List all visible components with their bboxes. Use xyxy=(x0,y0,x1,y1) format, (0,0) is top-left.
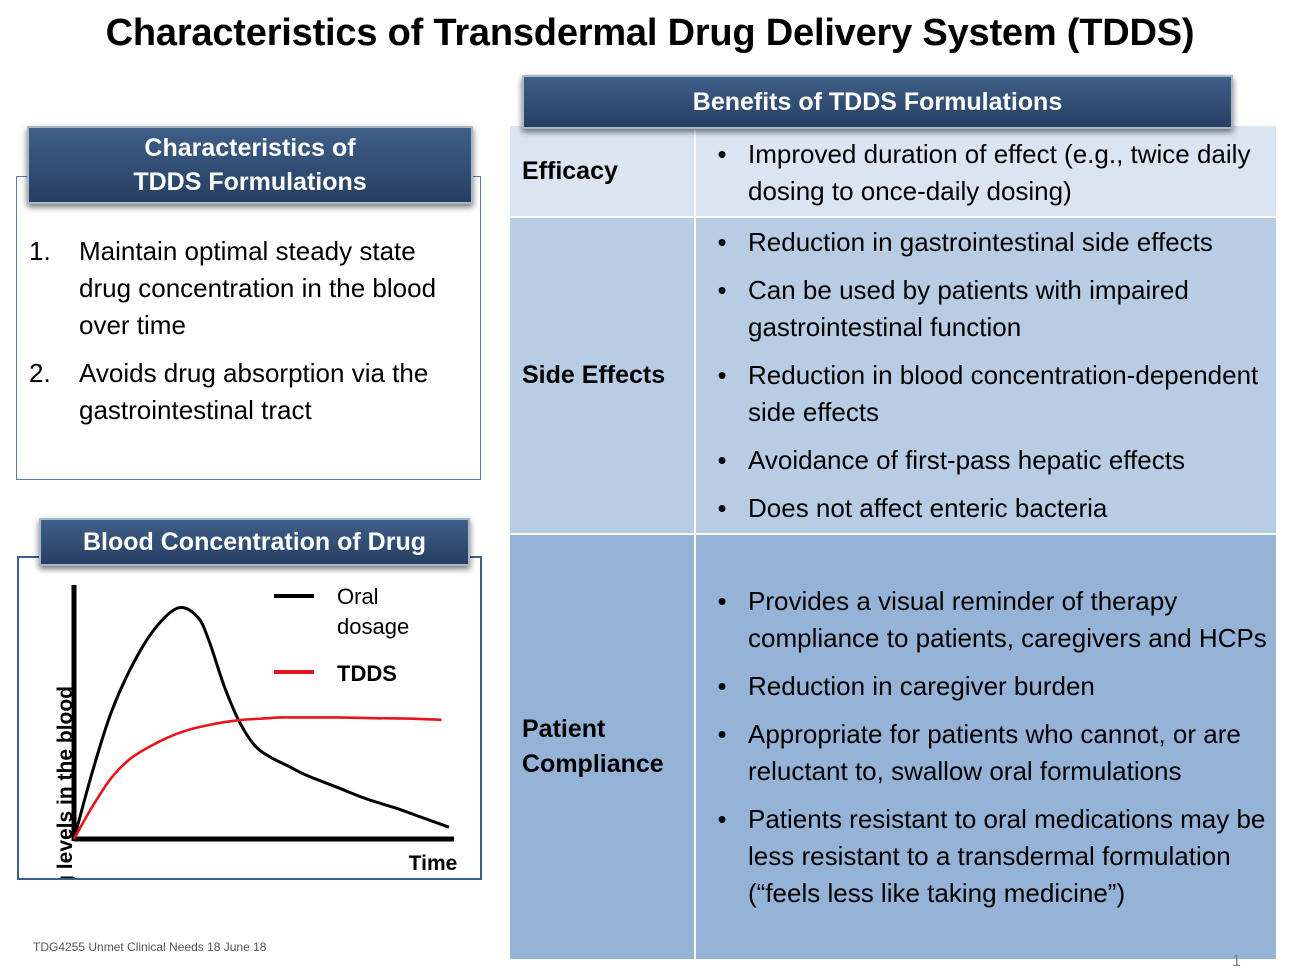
category-label: Side Effects xyxy=(522,361,666,389)
category-cell: Side Effects xyxy=(508,216,696,535)
items-cell: • Improved duration of effect (e.g., twic… xyxy=(694,124,1278,218)
list-item: 2. Avoids drug absorption via the gastro… xyxy=(29,355,469,429)
characteristics-heading-line1: Characteristics of xyxy=(144,134,356,162)
table-row: Side Effects • Reduction in gastrointesti… xyxy=(508,216,1278,535)
list-number: 2. xyxy=(29,358,51,388)
items-cell: • Reduction in gastrointestinal side effe… xyxy=(694,216,1278,535)
y-axis-label: Drug levels in the blood xyxy=(54,686,77,878)
category-label-line1: Patient xyxy=(522,715,606,743)
benefit-text: Can be used by patients with impaired ga… xyxy=(748,275,1189,342)
legend-label-oral-line1: Oral xyxy=(337,584,379,609)
benefit-text: Appropriate for patients who cannot, or … xyxy=(748,718,1241,786)
characteristics-heading: Characteristics of TDDS Formulations xyxy=(27,126,473,204)
benefit-text: Avoidance of first-pass hepatic effects xyxy=(748,445,1185,475)
chart-panel: Drug levels in the blood Time Oral dosag… xyxy=(17,556,482,924)
benefit-text: Reduction in blood concentration-depende… xyxy=(748,360,1259,427)
bullet-icon: • xyxy=(717,445,727,475)
x-axis-label: Time xyxy=(409,852,458,875)
list-item: • Reduction in gastrointestinal side effe… xyxy=(696,224,1268,261)
bullet-icon: • xyxy=(717,360,727,390)
table-row: Efficacy • Improved duration of effect (e… xyxy=(508,124,1278,218)
page-number: 1 xyxy=(1232,953,1241,970)
bullet-icon: • xyxy=(717,227,727,257)
bullet-icon: • xyxy=(717,585,727,616)
benefits-table: Efficacy • Improved duration of effect (e… xyxy=(508,124,1278,961)
list-item: • Avoidance of first-pass hepatic effects xyxy=(696,442,1268,479)
footer-text: TDG4255 Unmet Clinical Needs 18 June 18 xyxy=(33,940,267,954)
list-item: • Improved duration of effect (e.g., twic… xyxy=(696,136,1268,210)
category-label-line2: Compliance xyxy=(522,750,664,778)
benefit-text: Reduction in caregiver burden xyxy=(748,670,1095,701)
bullet-icon: • xyxy=(717,803,727,834)
category-cell: Efficacy xyxy=(508,124,696,218)
list-item: 1. Maintain optimal steady state drug co… xyxy=(29,233,469,344)
blood-concentration-chart: Drug levels in the blood Time Oral dosag… xyxy=(54,584,458,924)
list-number: 1. xyxy=(29,236,51,266)
list-item: • Provides a visual reminder of therapy c… xyxy=(696,583,1268,657)
items-cell: • Provides a visual reminder of therapy c… xyxy=(694,533,1278,961)
benefit-text: Reduction in gastrointestinal side effec… xyxy=(748,227,1213,257)
list-item: • Reduction in blood concentration-depend… xyxy=(696,357,1268,431)
characteristics-heading-line2: TDDS Formulations xyxy=(133,168,367,196)
bullet-icon: • xyxy=(717,670,727,701)
legend-label-oral-line2: dosage xyxy=(337,614,409,639)
benefits-heading: Benefits of TDDS Formulations xyxy=(522,75,1233,129)
bullet-icon: • xyxy=(717,275,727,305)
chart-heading: Blood Concentration of Drug xyxy=(39,518,470,566)
category-label: Efficacy xyxy=(522,156,618,185)
list-item: • Appropriate for patients who cannot, or… xyxy=(696,716,1268,790)
benefit-text: Does not affect enteric bacteria xyxy=(748,493,1108,523)
benefit-text: Patients resistant to oral medications m… xyxy=(748,803,1266,908)
bullet-icon: • xyxy=(717,493,727,523)
page-title: Characteristics of Transdermal Drug Deli… xyxy=(105,12,1195,54)
legend-label-tdds: TDDS xyxy=(337,661,397,686)
table-row: Patient Compliance • Provides a visual re… xyxy=(508,533,1278,961)
bullet-icon: • xyxy=(717,718,727,749)
characteristics-list: 1. Maintain optimal steady state drug co… xyxy=(29,233,469,440)
list-item: • Can be used by patients with impaired g… xyxy=(696,272,1268,346)
list-text: Maintain optimal steady state drug conce… xyxy=(79,236,437,340)
list-item: • Patients resistant to oral medications … xyxy=(696,801,1268,912)
list-text: Avoids drug absorption via the gastroint… xyxy=(79,358,429,425)
list-item: • Does not affect enteric bacteria xyxy=(696,490,1268,527)
characteristics-panel: 1. Maintain optimal steady state drug co… xyxy=(16,176,481,480)
series-line-oral-dosage xyxy=(72,605,450,840)
benefit-text: Provides a visual reminder of therapy co… xyxy=(748,585,1267,653)
category-cell: Patient Compliance xyxy=(508,533,696,961)
benefit-text: Improved duration of effect (e.g., twice… xyxy=(748,139,1251,206)
bullet-icon: • xyxy=(717,139,727,169)
list-item: • Reduction in caregiver burden xyxy=(696,668,1268,705)
series-line-tdds xyxy=(72,716,442,840)
